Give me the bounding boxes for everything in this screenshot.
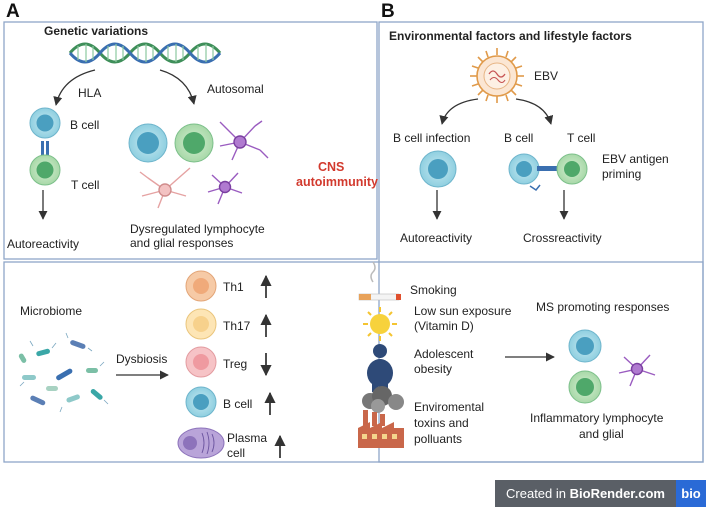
label-crossreactivity: Crossreactivity <box>523 231 602 245</box>
cigarette-icon <box>358 261 401 301</box>
label-autosomal: Autosomal <box>207 82 264 96</box>
label-dysregulated-2: and glial responses <box>130 236 233 250</box>
label-ebv-antigen-2: priming <box>602 167 641 181</box>
th1-cell-icon <box>185 270 217 302</box>
label-b-cell-a: B cell <box>70 118 99 132</box>
panel-b-letter: B <box>381 1 395 22</box>
arrow-priming <box>515 98 554 125</box>
t-cell-icon <box>29 154 61 186</box>
receptor-icon <box>41 141 49 155</box>
label-low-sun-1: Low sun exposure <box>414 304 512 318</box>
label-dysregulated-1: Dysregulated lymphocyte <box>130 222 265 236</box>
credit-text: Created in BioRender.com <box>495 480 676 507</box>
bottom-box <box>3 261 704 463</box>
biorender-logo-icon: bio <box>676 480 706 507</box>
panel-a-box <box>3 21 378 260</box>
ms-glial-cell-icon <box>618 354 656 387</box>
arrow-hla <box>53 69 96 106</box>
label-obesity-2: obesity <box>414 362 452 376</box>
factory-pollution-icon <box>358 386 404 448</box>
obesity-person-icon <box>367 344 393 392</box>
th17-cell-icon <box>185 308 217 340</box>
label-dysbiosis: Dysbiosis <box>116 352 167 366</box>
b-cell-bottom-icon <box>185 386 217 418</box>
label-autoreactivity-b: Autoreactivity <box>400 231 472 245</box>
plasma-cell-icon <box>177 427 225 459</box>
label-ms-promoting: MS promoting responses <box>536 300 669 314</box>
microbiome-bacteria-icon <box>18 332 109 413</box>
label-b-cell-b: B cell <box>504 131 533 145</box>
ms-t-cell-icon <box>568 370 602 404</box>
label-low-sun-2: (Vitamin D) <box>414 319 474 333</box>
label-inflammatory-1: Inflammatory lymphocyte <box>530 411 664 425</box>
panel-a-title: Genetic variations <box>44 24 148 38</box>
label-t-cell-a: T cell <box>71 178 99 192</box>
glial-cell-pink-icon <box>139 167 191 209</box>
infected-b-cell-icon <box>419 150 457 188</box>
ms-b-cell-icon <box>568 329 602 363</box>
b-cell-icon <box>29 107 61 139</box>
cns-label-2: autoimmunity <box>296 175 378 189</box>
label-b-cell-infection: B cell infection <box>393 131 470 145</box>
arrow-autosomal <box>159 69 197 105</box>
label-hla: HLA <box>78 86 101 100</box>
label-ebv: EBV <box>534 69 558 83</box>
label-microbiome: Microbiome <box>20 304 82 318</box>
label-b-cell-bottom: B cell <box>223 397 252 411</box>
ebv-virus-icon <box>470 48 524 103</box>
label-ebv-antigen-1: EBV antigen <box>602 152 669 166</box>
label-autoreactivity-a: Autoreactivity <box>7 237 79 251</box>
dna-helix-icon <box>68 42 222 64</box>
b-cell-large-icon <box>128 123 168 163</box>
biorender-credit: Created in BioRender.com bio <box>495 480 706 507</box>
label-plasma-1: Plasma <box>227 431 267 445</box>
panel-b-title: Environmental factors and lifestyle fact… <box>389 29 632 43</box>
label-th17: Th17 <box>223 319 251 333</box>
sun-icon <box>363 307 397 341</box>
glial-cell-purple-icon <box>219 120 269 161</box>
b-t-synapse-icon <box>508 153 588 192</box>
glial-cell-purple-small-icon <box>207 172 243 205</box>
label-toxins-2: toxins and <box>414 416 469 430</box>
arrow-b-cell-infection <box>439 98 479 125</box>
label-inflammatory-2: and glial <box>579 427 624 441</box>
cns-label-1: CNS <box>318 160 344 174</box>
t-cell-large-icon <box>174 123 214 163</box>
label-obesity-1: Adolescent <box>414 347 474 361</box>
panel-a-letter: A <box>6 1 20 22</box>
label-t-cell-b: T cell <box>567 131 595 145</box>
label-smoking: Smoking <box>410 283 457 297</box>
credit-brand: BioRender.com <box>569 486 665 501</box>
label-toxins-3: polluants <box>414 432 462 446</box>
label-th1: Th1 <box>223 280 244 294</box>
label-treg: Treg <box>223 357 247 371</box>
treg-cell-icon <box>185 346 217 378</box>
label-toxins-1: Enviromental <box>414 400 484 414</box>
credit-prefix: Created in <box>506 486 566 501</box>
label-plasma-2: cell <box>227 446 245 460</box>
